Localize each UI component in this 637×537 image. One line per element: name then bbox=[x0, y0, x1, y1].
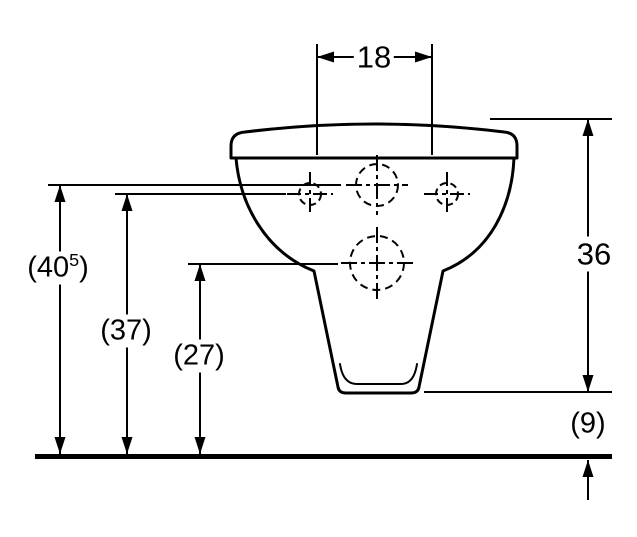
arrowhead-36-top bbox=[582, 119, 594, 136]
arrowhead-27-bottom bbox=[194, 437, 206, 454]
dim-label-37: (37) bbox=[97, 314, 155, 348]
dim-label-40-5: (405) bbox=[24, 249, 92, 285]
arrowhead-405-top bbox=[54, 185, 66, 202]
dim-label-9: (9) bbox=[567, 407, 609, 441]
dim-label-40-5-prefix: (40 bbox=[27, 251, 70, 284]
arrowhead-37-bottom bbox=[121, 437, 133, 454]
arrowhead-27-top bbox=[194, 264, 206, 281]
arrowhead-36-bottom bbox=[582, 375, 594, 392]
dim-label-18: 18 bbox=[353, 39, 395, 75]
arrowhead-9-up bbox=[582, 460, 594, 477]
outlet-inner-line bbox=[339, 363, 418, 385]
dim-label-40-5-suffix: ) bbox=[79, 251, 89, 284]
arrowhead-405-bottom bbox=[54, 437, 66, 454]
toilet-lid-outline bbox=[229, 122, 519, 160]
dim-label-27: (27) bbox=[170, 339, 228, 373]
dim-label-40-5-superscript: 5 bbox=[69, 249, 80, 270]
arrowhead-18-left bbox=[317, 51, 334, 63]
toilet-bowl-outline bbox=[234, 156, 516, 395]
dim-label-36: 36 bbox=[573, 236, 615, 272]
arrowhead-37-top bbox=[121, 194, 133, 211]
floor-line bbox=[35, 454, 612, 459]
arrowhead-18-right bbox=[415, 51, 432, 63]
